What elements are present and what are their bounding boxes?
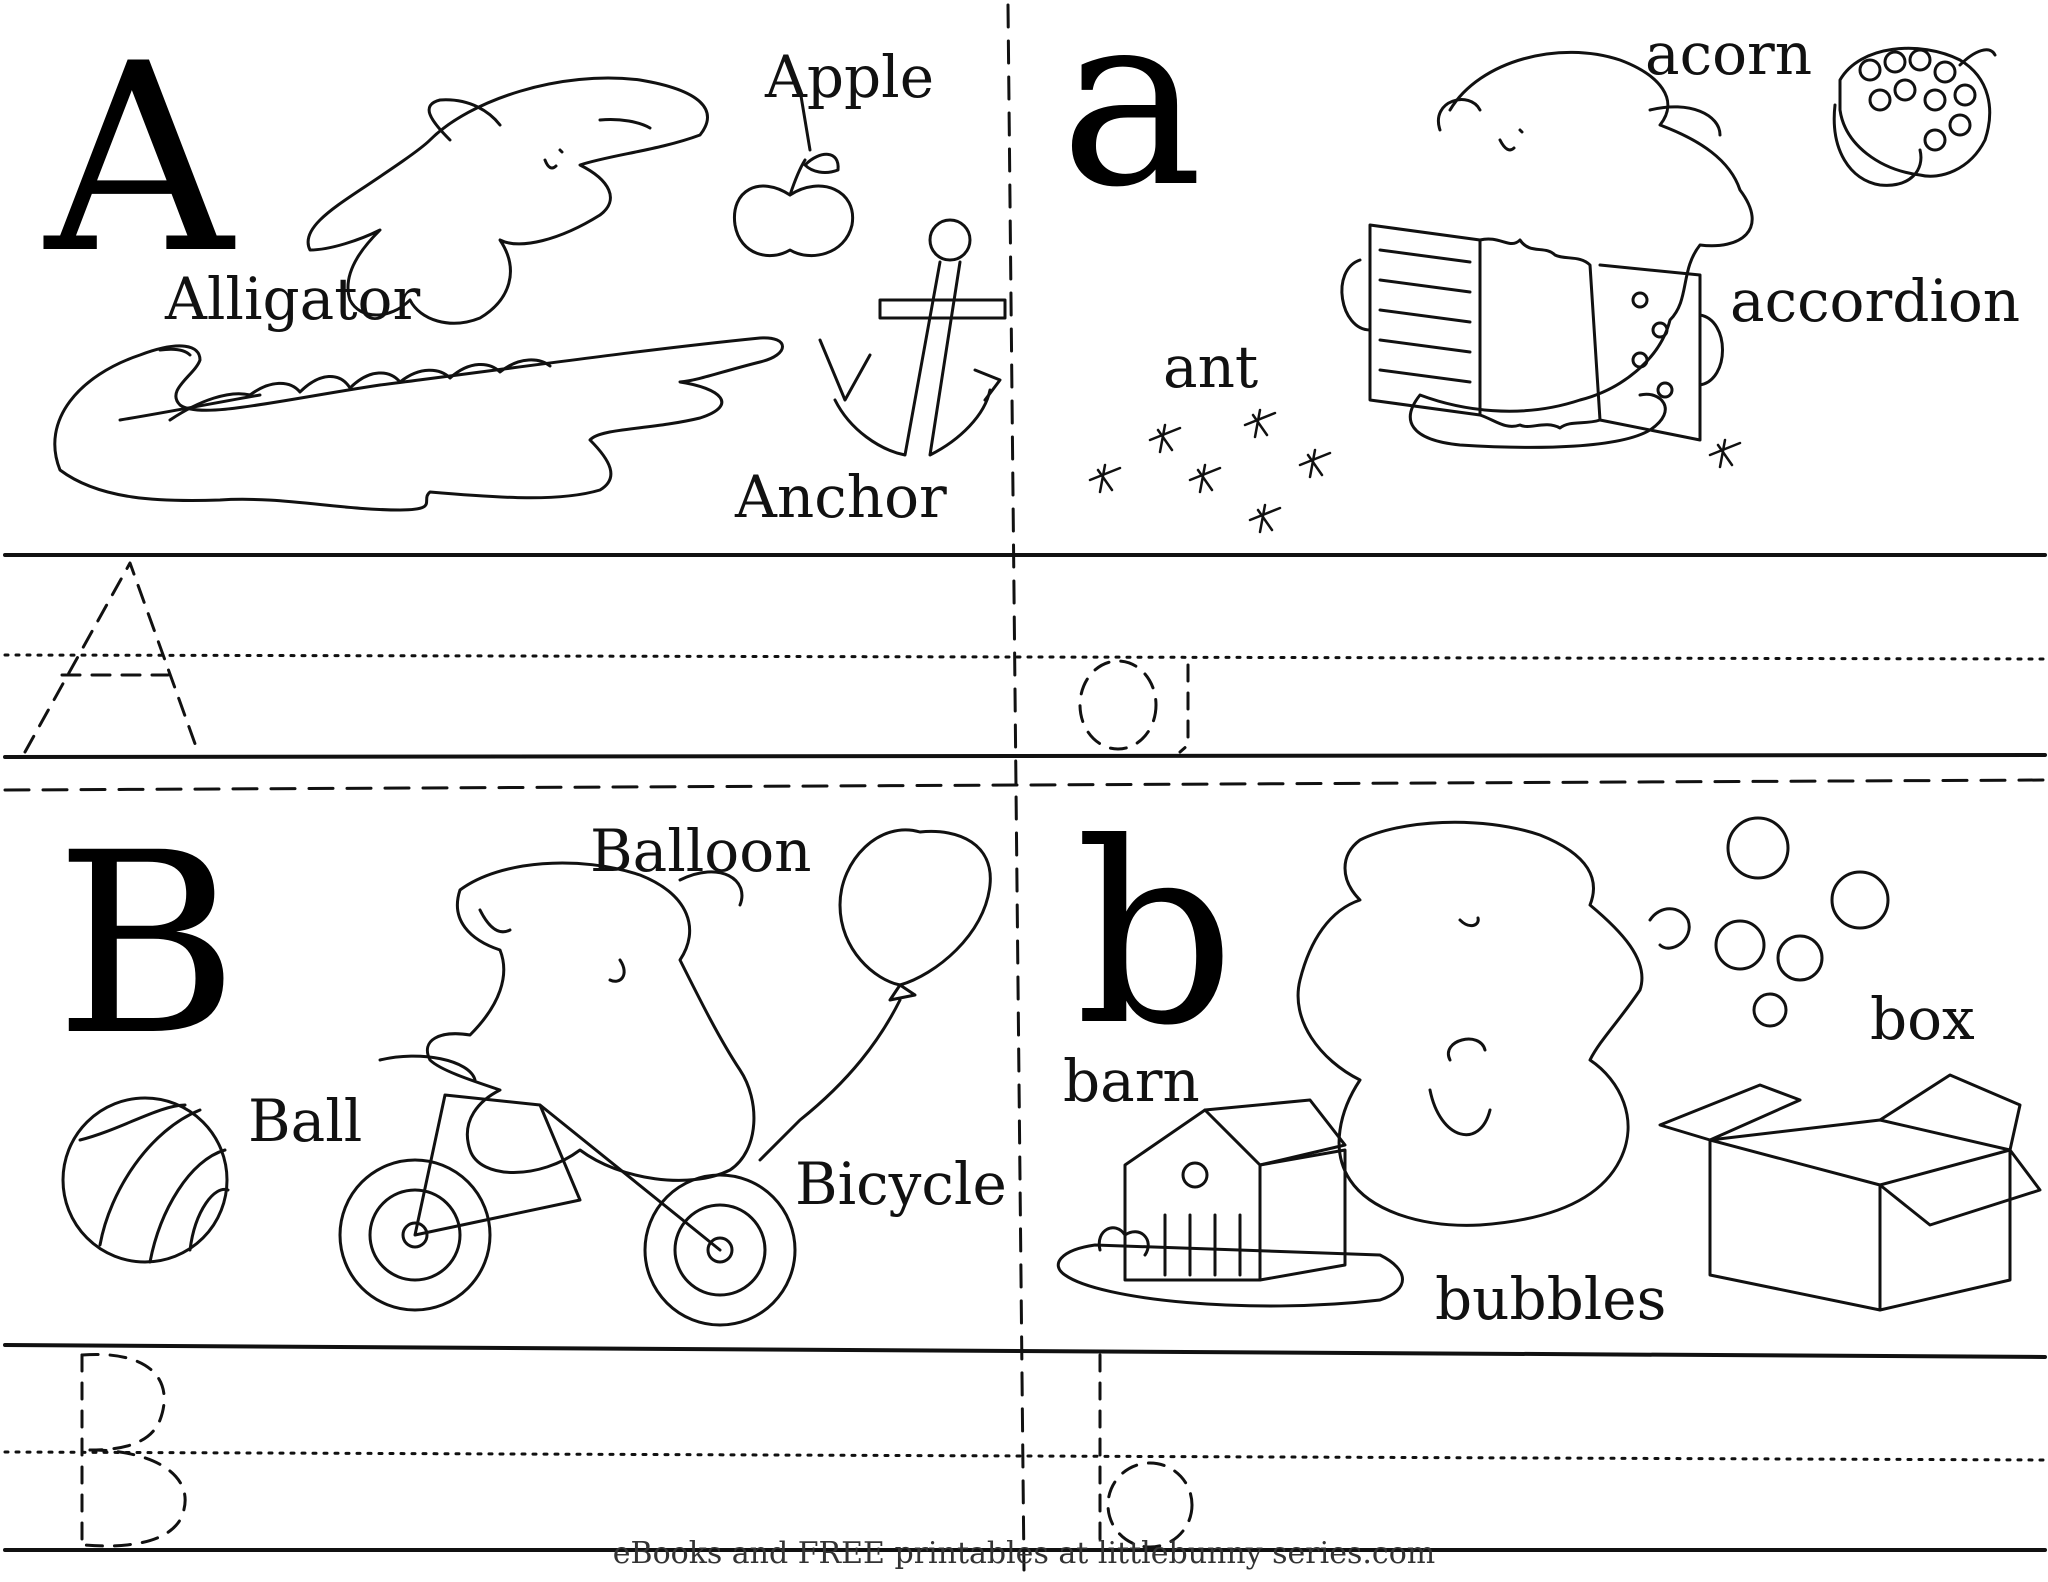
apple-icon: [732, 88, 855, 258]
lower-letter-b: b: [1075, 789, 1236, 1080]
balloon-icon: [758, 828, 992, 1162]
word-anchor: Anchor: [735, 463, 947, 531]
bicycle-illustration: [338, 1054, 797, 1327]
word-accordion: accordion: [1730, 267, 2021, 335]
alligator-illustration: [53, 336, 784, 512]
word-balloon: Balloon: [590, 817, 812, 885]
bubbles-icon: [1648, 816, 1890, 1028]
writing-mid-line: [3, 1450, 2047, 1462]
horizontal-cut-line: [3, 778, 2047, 792]
acorn-icon: [1832, 46, 1997, 187]
footer-credit: eBooks and FREE printables at littlebunn…: [612, 1536, 1436, 1571]
bunny-character: [1409, 50, 1754, 449]
bunny-character: [1296, 820, 1644, 1227]
word-apple: Apple: [765, 43, 935, 111]
writing-base-line: [3, 753, 2047, 759]
trace-letter-B: [80, 1352, 187, 1548]
vertical-cut-line: [1006, 3, 1026, 1572]
writing-top-line: [3, 1343, 2047, 1359]
bunny-character: [306, 76, 709, 325]
box-icon: [1658, 1073, 2042, 1312]
word-box: box: [1870, 985, 1975, 1053]
trace-letter-A: [23, 561, 200, 754]
barn-icon: [1056, 1098, 1404, 1308]
word-bubbles: bubbles: [1435, 1265, 1667, 1333]
lower-letter-a: a: [1060, 0, 1204, 240]
ball-icon: [61, 1096, 230, 1264]
word-bicycle: Bicycle: [795, 1150, 1007, 1218]
upper-letter-B: B: [55, 799, 239, 1090]
accordion-illustration: [1340, 223, 1724, 442]
anchor-icon: [818, 218, 1007, 457]
ants-icon: [1088, 408, 1742, 534]
word-acorn: acorn: [1645, 20, 1813, 88]
upper-letter-A: A: [45, 9, 233, 311]
word-ball: Ball: [248, 1087, 363, 1155]
word-barn: barn: [1063, 1047, 1200, 1115]
trace-letter-a: [1078, 659, 1190, 754]
word-alligator: Alligator: [165, 265, 421, 333]
word-ant: ant: [1163, 333, 1259, 401]
bunny-character: [426, 861, 756, 1182]
writing-mid-line: [3, 653, 2047, 661]
trace-letter-b: [1098, 1353, 1194, 1549]
